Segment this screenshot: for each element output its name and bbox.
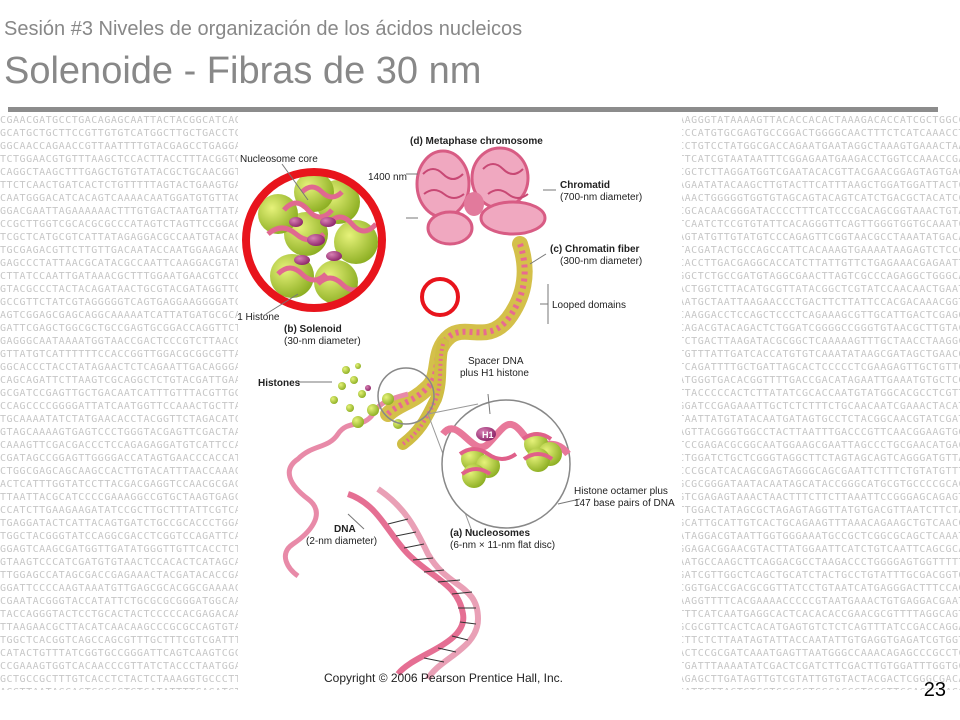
title-divider <box>8 107 938 112</box>
beads-zoom-circle <box>377 367 435 425</box>
small-nucleosomes <box>352 393 403 429</box>
label-solenoid: (b) Solenoid <box>284 324 342 335</box>
leader-lines <box>265 163 581 530</box>
solenoid-detail <box>258 172 378 304</box>
label-chromatid-diameter: (700-nm diameter) <box>560 192 642 203</box>
label-dna-diameter: (2-nm diameter) <box>306 536 377 547</box>
label-dna: DNA <box>334 524 356 535</box>
label-chromatid: Chromatid <box>560 180 610 191</box>
label-metaphase-chromosome: (d) Metaphase chromosome <box>410 136 543 147</box>
nucleosomes-detail <box>427 399 571 535</box>
label-nucleosome-core: Nucleosome core <box>240 154 318 165</box>
solenoid-highlight-circle[interactable] <box>242 168 386 312</box>
copyright-notice: Copyright © 2006 Pearson Prentice Hall, … <box>324 671 563 685</box>
label-spacer-dna-1: Spacer DNA <box>468 356 524 367</box>
dna-double-helix <box>346 486 482 681</box>
label-chromatin-diameter: (300-nm diameter) <box>560 256 642 267</box>
fiber-highlight-circle[interactable] <box>420 277 460 317</box>
label-h1-histone: H1 Histone <box>238 312 280 323</box>
free-histones <box>330 363 371 412</box>
chromatin-diagram: Nucleosome core H1 Histone (b) Solenoid … <box>230 136 675 685</box>
label-nucleosomes-diameter: (6-nm × 11-nm flat disc) <box>450 540 555 551</box>
label-histones: Histones <box>258 378 301 389</box>
page-number: 23 <box>923 679 946 701</box>
metaphase-chromosome <box>415 146 547 246</box>
label-1400-nm: 1400 nm <box>368 172 407 183</box>
label-h1: H1 <box>482 430 494 440</box>
label-histone-octamer-2: 147 base pairs of DNA <box>574 498 675 509</box>
chromatin-fiber <box>380 236 533 422</box>
label-chromatin-fiber: (c) Chromatin fiber <box>550 244 640 255</box>
label-solenoid-diameter: (30-nm diameter) <box>284 336 361 347</box>
slide-subtitle: Sesión #3 Niveles de organización de los… <box>4 18 523 40</box>
slide-title: Solenoide - Fibras de 30 nm <box>4 50 482 92</box>
label-nucleosomes: (a) Nucleosomes <box>450 528 530 539</box>
label-spacer-dna-2: plus H1 histone <box>460 368 529 379</box>
label-looped-domains: Looped domains <box>552 300 626 311</box>
label-histone-octamer-1: Histone octamer plus <box>574 486 668 497</box>
chromatin-figure: Nucleosome core H1 Histone (b) Solenoid … <box>230 114 682 690</box>
